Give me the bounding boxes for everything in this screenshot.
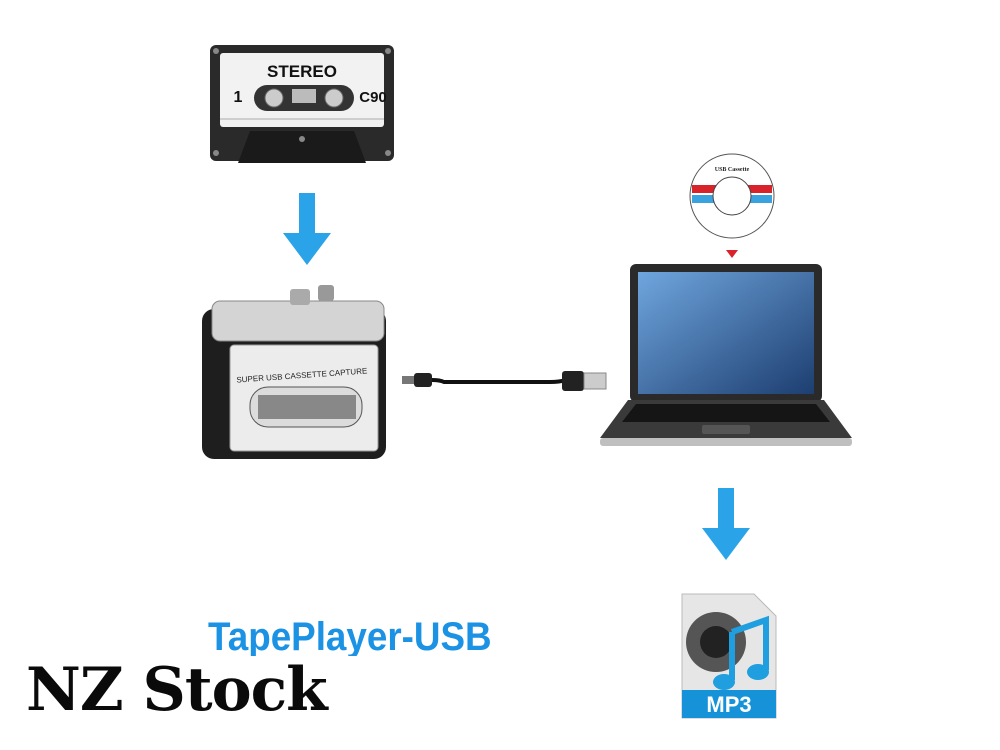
- cassette-icon: STEREO 1 C90: [210, 45, 394, 163]
- cassette-player-icon: SUPER USB CASSETTE CAPTURE: [202, 285, 386, 459]
- cd-label: USB Cassette: [715, 167, 750, 173]
- cassette-side-label: 1: [234, 89, 243, 106]
- cassette-type-label: C90: [359, 89, 387, 106]
- arrow-down-icon: [702, 488, 750, 560]
- arrow-down-icon: [283, 193, 331, 265]
- stock-label: NZ Stock: [26, 655, 328, 725]
- product-title: TapePlayer-USB: [208, 615, 492, 656]
- usb-cable-icon: [402, 371, 607, 391]
- mp3-label: MP3: [706, 692, 751, 717]
- cassette-stereo-label: STEREO: [267, 62, 337, 81]
- laptop-icon: [600, 264, 852, 446]
- cd-icon: USB Cassette: [689, 153, 775, 258]
- mp3-file-icon: MP3: [681, 593, 777, 719]
